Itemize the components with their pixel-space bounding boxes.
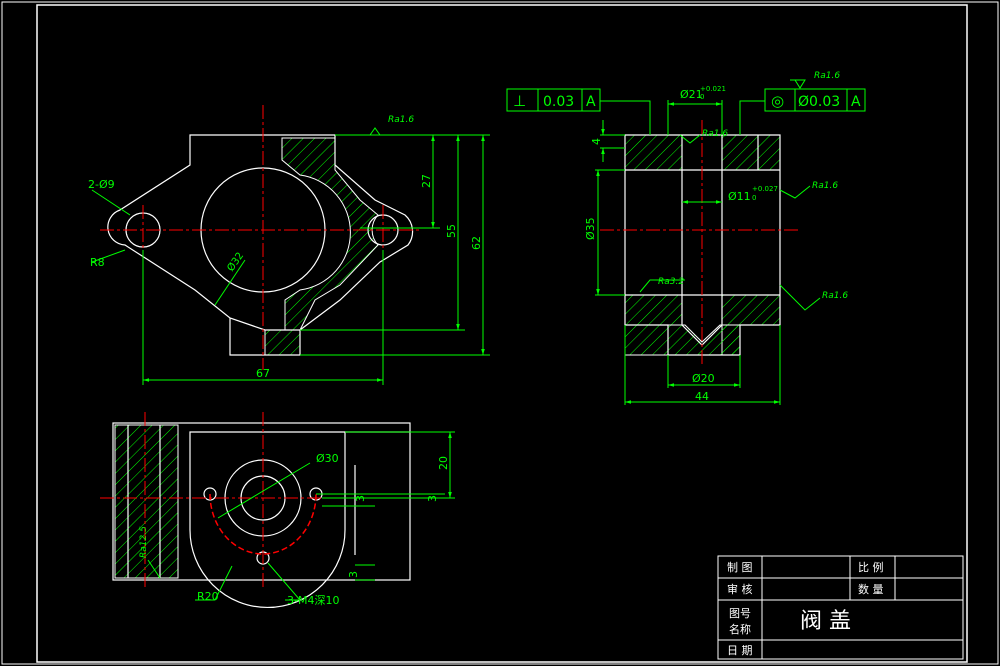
top-bolt-circle [209, 493, 317, 555]
tb-quantity-label: 数 量 [858, 583, 884, 596]
top-thread-left [203, 487, 217, 501]
top-outline [112, 422, 411, 581]
fcf-right-symbol: ◎ [771, 92, 784, 110]
fcf-left-symbol: ⊥ [513, 92, 526, 110]
tb-date-label: 日 期 [727, 644, 753, 657]
label-ra-side-upper: Ra1.6 [702, 129, 728, 139]
label-ra-front: Ra1.6 [388, 115, 414, 125]
dim-3b: 3 [426, 495, 439, 502]
tb-name-label: 名称 [729, 622, 751, 636]
dim-21-tol-lower: 0 [700, 93, 704, 101]
tb-scale-label: 比 例 [858, 560, 884, 574]
side-view: ⊥ 0.03 A ◎ Ø0.03 A Ø21 +0.021 0 Ø11 +0.0… [506, 71, 866, 405]
side-hatch-top-left [624, 134, 683, 171]
title-block: 制 图 审 核 比 例 数 量 图号 名称 日 期 阀 盖 [717, 555, 964, 660]
dim-55: 55 [445, 224, 458, 238]
dim-27: 27 [420, 174, 433, 188]
fcf-concentricity: ◎ Ø0.03 A [764, 88, 866, 112]
dim-67: 67 [256, 367, 270, 380]
dim-21-tol-upper: +0.021 [700, 85, 726, 93]
dim-11: Ø11 [728, 190, 751, 203]
dim-35: Ø35 [584, 217, 597, 240]
dim-20-top: 20 [437, 456, 450, 470]
dim-62: 62 [470, 236, 483, 250]
label-r20: R20 [197, 590, 219, 603]
label-ra-side-top: Ra1.6 [814, 71, 840, 81]
front-outline [107, 134, 414, 331]
front-view: 67 27 55 62 2-Ø9 R8 Ø32 Ra1.6 [88, 105, 490, 385]
dim-4: 4 [590, 138, 603, 145]
dim-20: Ø20 [692, 372, 715, 385]
tb-checked-label: 审 核 [727, 582, 753, 596]
dim-3a: 3 [354, 495, 367, 502]
tb-part-name: 阀 盖 [800, 609, 851, 634]
dim-11-tol-lower: 0 [752, 194, 756, 202]
label-ra-top: Ra12.5 [139, 526, 149, 558]
top-view: Ø30 R20 3-M4深10 Ra12.5 20 3 3 3 [100, 412, 455, 609]
fcf-right-value: Ø0.03 [798, 94, 840, 110]
tb-drawn-label: 制 图 [727, 561, 753, 574]
top-hatch-left [114, 424, 179, 579]
label-ra-side-low: Ra1.6 [822, 291, 848, 301]
label-3-m4: 3-M4深10 [287, 594, 339, 607]
fcf-left-datum: A [586, 94, 596, 110]
dim-3c: 3 [347, 571, 360, 578]
dim-44: 44 [695, 390, 709, 403]
dim-21: Ø21 [680, 88, 703, 101]
fcf-left-value: 0.03 [543, 94, 574, 110]
label-ra-side-mid: Ra1.6 [812, 181, 838, 191]
front-section-hatch [264, 137, 379, 356]
label-bore-30: Ø30 [316, 452, 339, 465]
front-boss [229, 318, 301, 356]
label-ra-side-inner: Ra3.2 [658, 277, 684, 287]
tb-drawing-no-label: 图号 [729, 607, 751, 620]
label-r8: R8 [90, 256, 105, 269]
side-hatch-top-right [721, 134, 781, 171]
fcf-right-datum: A [851, 94, 861, 110]
fcf-perpendicularity: ⊥ 0.03 A [506, 88, 601, 112]
dim-11-tol-upper: +0.027 [752, 185, 778, 193]
label-2-holes: 2-Ø9 [88, 178, 115, 191]
